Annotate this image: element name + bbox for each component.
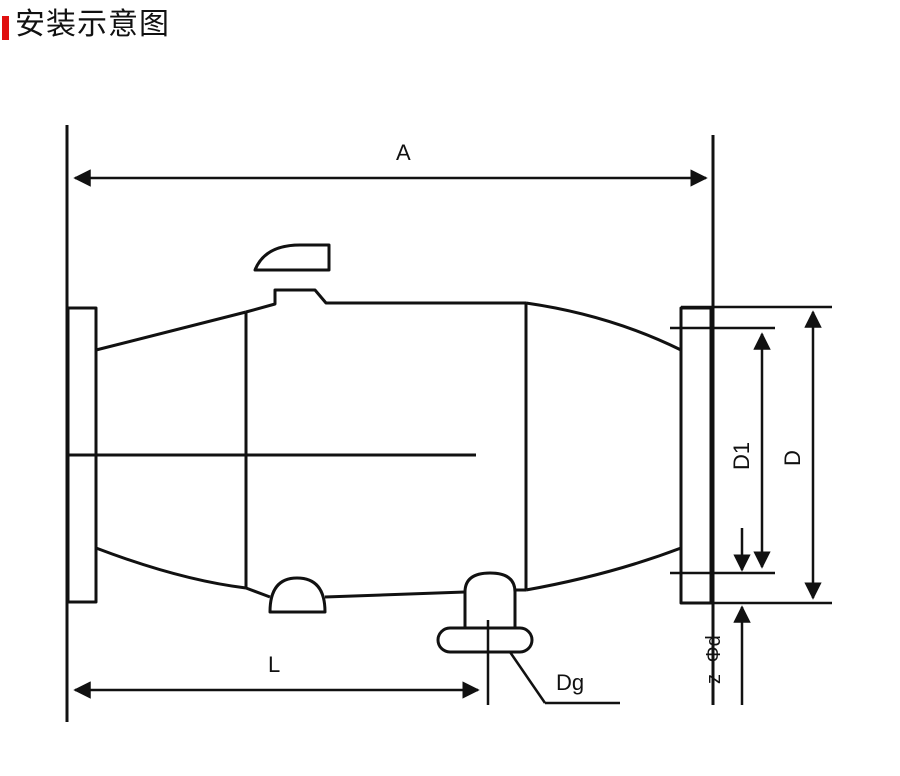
drain-outlet <box>436 571 620 705</box>
title-bar: 安装示意图 <box>0 0 170 46</box>
label-l: L <box>268 652 280 677</box>
page-title: 安装示意图 <box>15 7 170 42</box>
label-dg: Dg <box>556 670 584 695</box>
label-d: D <box>780 450 805 466</box>
top-cap <box>253 243 331 272</box>
valve-body <box>68 288 682 599</box>
bottom-bump <box>268 576 327 614</box>
title-accent-mark <box>2 16 9 40</box>
label-a: A <box>396 140 411 165</box>
right-flange <box>679 306 713 605</box>
label-d1: D1 <box>729 442 754 470</box>
label-bolt-holes: z−Φd <box>703 635 725 684</box>
